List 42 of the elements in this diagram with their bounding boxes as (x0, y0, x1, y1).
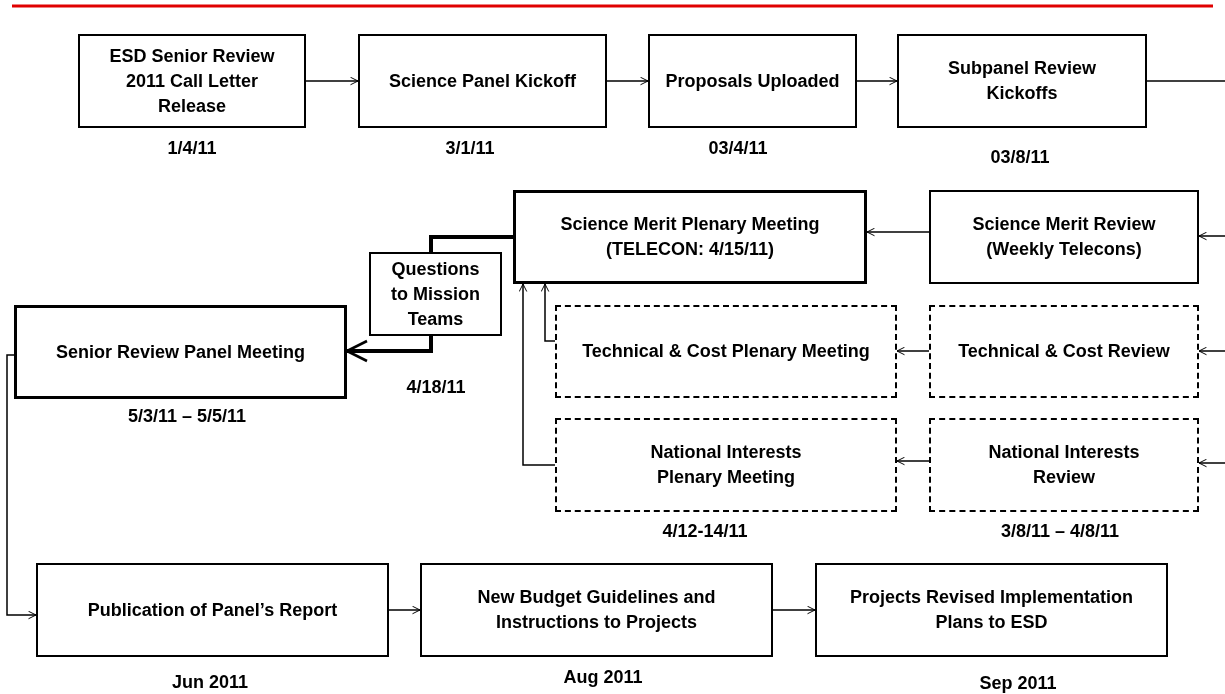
box-label: Technical & Cost Plenary Meeting (582, 340, 870, 363)
box-label: Science Panel Kickoff (388, 69, 577, 93)
process-box (14, 305, 347, 399)
date-label: 3/1/11 (445, 137, 495, 159)
date-label: 4/18/11 (406, 376, 466, 398)
date-label: 5/3/11 – 5/5/11 (127, 405, 247, 427)
date-label: Aug 2011 (563, 666, 643, 688)
process-box (929, 418, 1199, 512)
process-box (929, 190, 1199, 284)
date-label: Sep 2011 (979, 672, 1057, 694)
date-label: 4/12-14/11 (662, 520, 748, 542)
process-box (815, 563, 1168, 657)
box-label: Questions to Mission Teams (390, 257, 481, 331)
process-box (420, 563, 773, 657)
process-box (897, 34, 1147, 128)
date-label: 3/8/11 – 4/8/11 (1000, 520, 1120, 542)
process-box (513, 190, 867, 284)
process-box (929, 305, 1199, 398)
box-label: Technical & Cost Review (958, 340, 1170, 363)
box-label: Senior Review Panel Meeting (55, 340, 306, 364)
box-label: Subpanel Review Kickoffs (946, 57, 1097, 105)
process-box (78, 34, 306, 128)
process-box (555, 418, 897, 512)
box-label: Publication of Panel’s Report (87, 598, 338, 622)
date-label: 03/8/11 (990, 146, 1050, 168)
box-label: New Budget Guidelines and Instructions to Projects (476, 586, 717, 634)
box-label: Proposals Uploaded (665, 69, 840, 93)
process-box (36, 563, 389, 657)
arrow (345, 336, 433, 363)
box-label: Science Merit Plenary Meeting (TELECON: 4/15/11) (559, 213, 821, 261)
date-label: 1/4/11 (167, 137, 217, 159)
box-label: ESD Senior Review 2011 Call Letter Release (108, 44, 276, 118)
process-box (358, 34, 607, 128)
box-label: National Interests Plenary Meeting (649, 441, 803, 489)
box-label: Projects Revised Implementation Plans to ESD (848, 586, 1135, 634)
process-box (369, 252, 502, 336)
process-box (648, 34, 857, 128)
box-label: National Interests Review (987, 441, 1141, 489)
date-label: 03/4/11 (708, 137, 768, 159)
date-label: Jun 2011 (171, 671, 249, 693)
box-label: Science Merit Review (Weekly Telecons) (971, 213, 1157, 261)
process-box (555, 305, 897, 398)
